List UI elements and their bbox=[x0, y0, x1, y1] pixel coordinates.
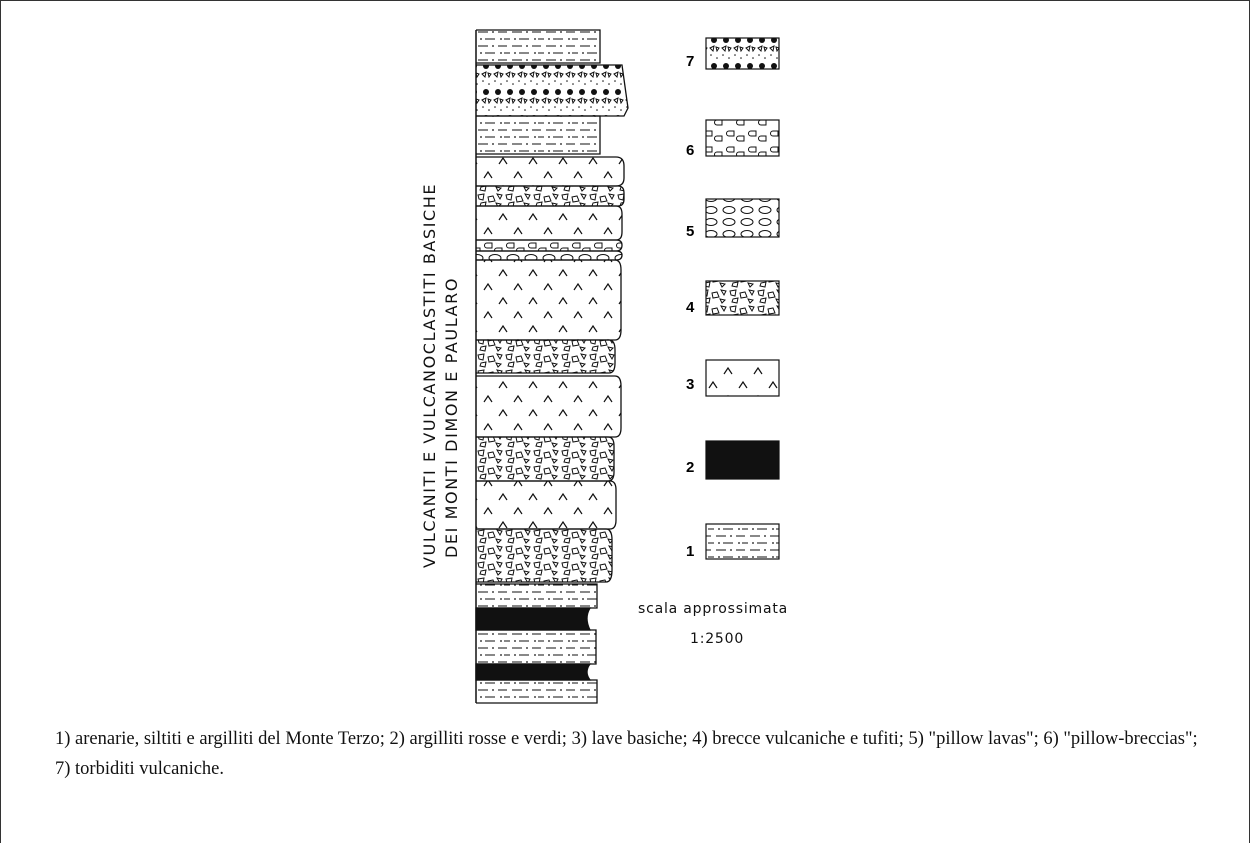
legend-swatch-tuff bbox=[705, 37, 780, 70]
figure-caption: 1) arenarie, siltiti e argilliti del Mon… bbox=[55, 729, 1198, 779]
vertical-title-line2: DEI MONTI DIMON E PAULARO bbox=[442, 277, 461, 558]
layer-solid-black bbox=[475, 607, 592, 631]
legend-number: 1 bbox=[686, 543, 694, 560]
layer-tuff bbox=[476, 64, 629, 117]
legend-swatch-pillow bbox=[705, 198, 780, 238]
layer-sandstone bbox=[476, 29, 601, 64]
layer-breccia bbox=[476, 339, 616, 374]
legend-item-6: 6 bbox=[686, 119, 780, 159]
layer-pillow-breccia bbox=[476, 239, 623, 252]
layer-breccia bbox=[476, 436, 615, 482]
scale-note: scala approssimata 1:2500 bbox=[638, 601, 788, 647]
legend-number: 3 bbox=[686, 376, 694, 393]
legend-number: 6 bbox=[686, 142, 694, 159]
legend-number: 2 bbox=[686, 459, 694, 476]
legend-swatch-lava bbox=[705, 359, 780, 397]
layer-sandstone bbox=[476, 583, 598, 609]
layer-lava bbox=[476, 480, 617, 530]
legend-swatch-pillow-breccia bbox=[705, 119, 780, 157]
layer-sandstone bbox=[476, 629, 597, 665]
vertical-title: VULCANITI E VULCANOCLASTITI BASICHE DEI … bbox=[420, 183, 461, 568]
layer-lava bbox=[476, 375, 622, 438]
layer-lava bbox=[476, 205, 623, 241]
scale-ratio: 1:2500 bbox=[690, 631, 744, 647]
legend-number: 5 bbox=[686, 223, 694, 240]
layer-sandstone bbox=[476, 115, 601, 155]
scale-label: scala approssimata bbox=[638, 601, 788, 617]
layer-sandstone bbox=[476, 679, 598, 704]
legend-item-4: 4 bbox=[686, 280, 780, 316]
legend-swatch-solid-black bbox=[705, 440, 780, 480]
legend-item-2: 2 bbox=[686, 440, 780, 480]
legend-swatch-sandstone bbox=[705, 523, 780, 560]
legend-number: 7 bbox=[686, 53, 694, 70]
layer-breccia bbox=[476, 528, 613, 583]
layer-lava bbox=[476, 156, 625, 187]
legend: 7 6 5 4 3 2 1 bbox=[686, 37, 780, 560]
legend-item-3: 3 bbox=[686, 359, 780, 397]
stratigraphic-column bbox=[475, 29, 629, 704]
legend-item-5: 5 bbox=[686, 198, 780, 240]
legend-item-1: 1 bbox=[686, 523, 780, 560]
layer-pillow bbox=[476, 250, 623, 261]
legend-number: 4 bbox=[686, 299, 695, 316]
legend-item-7: 7 bbox=[686, 37, 780, 70]
legend-swatch-breccia bbox=[705, 280, 780, 316]
layer-breccia bbox=[476, 185, 625, 207]
layer-solid-black bbox=[475, 663, 592, 681]
layer-lava bbox=[476, 259, 622, 341]
stratigraphic-diagram: VULCANITI E VULCANOCLASTITI BASICHE DEI … bbox=[420, 29, 788, 704]
vertical-title-line1: VULCANITI E VULCANOCLASTITI BASICHE bbox=[420, 183, 439, 568]
